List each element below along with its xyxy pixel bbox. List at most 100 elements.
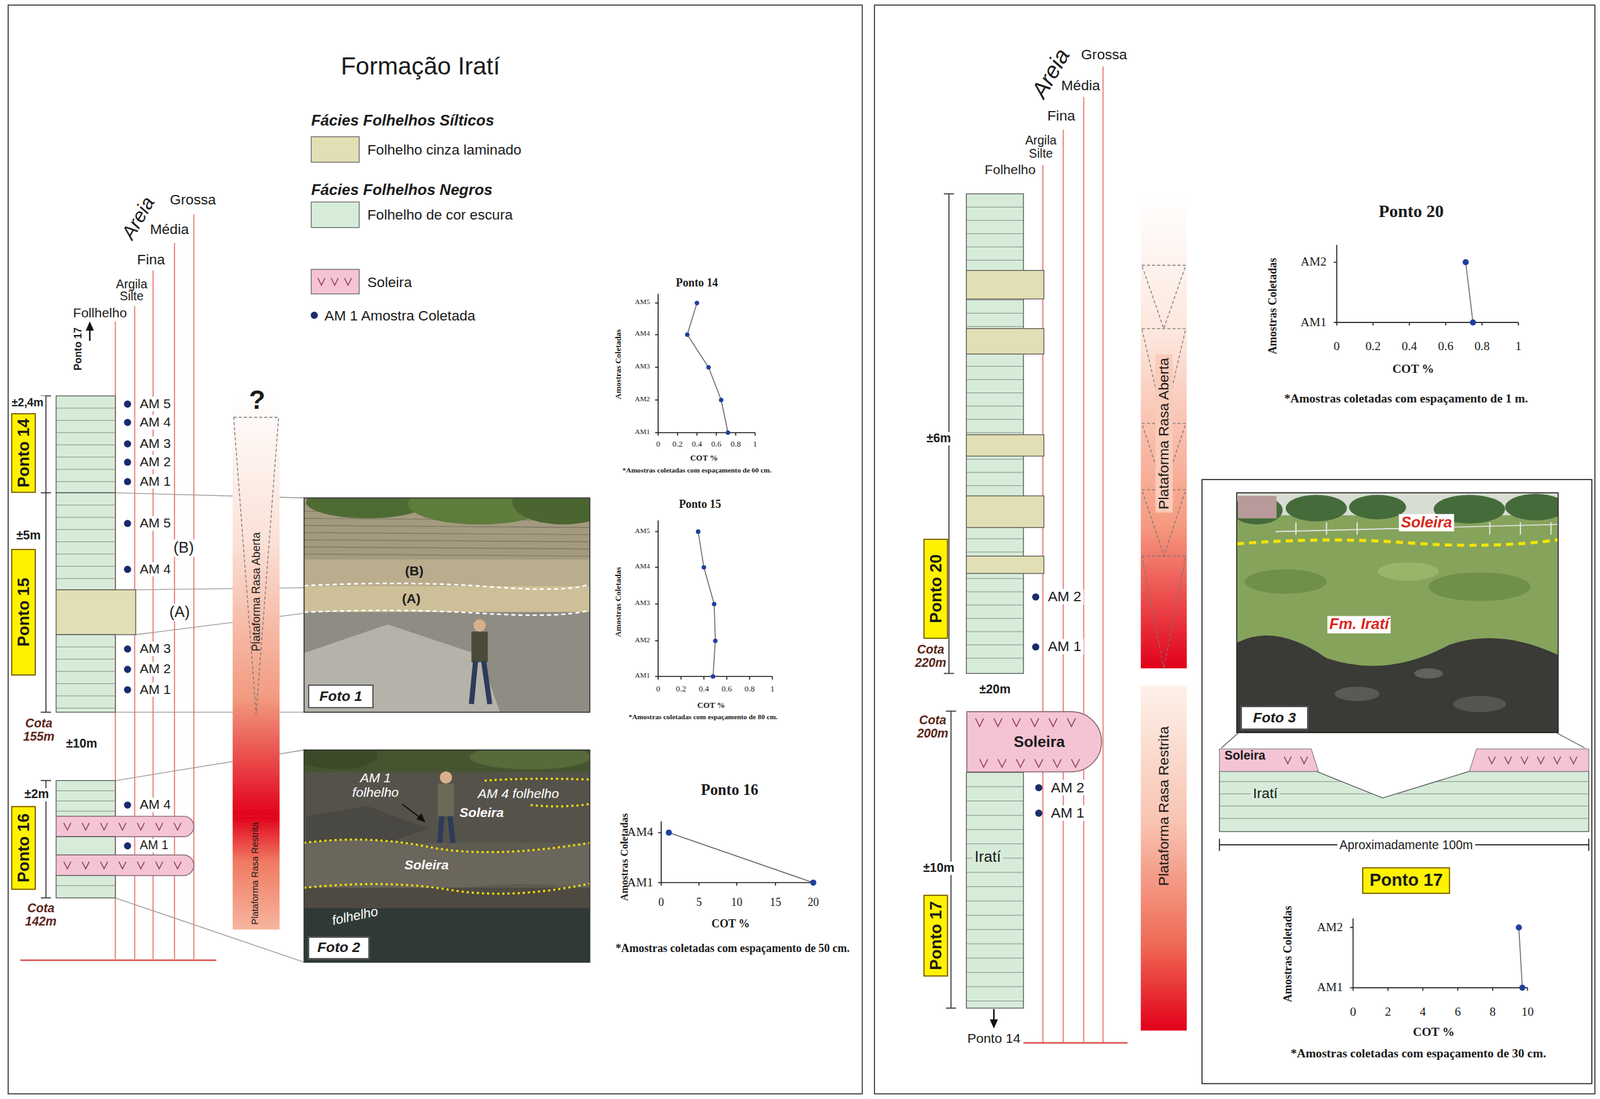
sample-dot (1035, 784, 1043, 792)
lamination (56, 516, 116, 518)
axis-tick (735, 432, 737, 436)
text-label: Fácies Folhelhos Sílticos (311, 112, 495, 130)
chart-axis (1352, 918, 1354, 989)
node-text: Ponto 17 (926, 900, 945, 970)
text-label: AM 5 (137, 396, 173, 412)
text-label: Cota 220m (914, 643, 947, 671)
sill-mark (137, 822, 145, 830)
lamination (966, 259, 1024, 261)
trend-triangle (1141, 265, 1187, 329)
grain-size-line (1102, 66, 1105, 1043)
lamination (56, 810, 116, 812)
lamination (56, 790, 116, 792)
panel-frame (874, 5, 1595, 1095)
lamination (966, 957, 1024, 959)
bracket-tick (945, 1007, 956, 1009)
axis-tick (1445, 322, 1447, 326)
sample-dot (124, 519, 132, 527)
lamination (966, 471, 1024, 473)
data-point (695, 529, 701, 534)
lamination (966, 299, 1024, 301)
contact-line (304, 883, 590, 895)
text-label: 20 (807, 895, 819, 909)
text-label: 0 (1333, 340, 1341, 354)
lamination (56, 504, 116, 506)
person (439, 816, 453, 843)
data-line (668, 832, 814, 883)
legend-swatch (311, 269, 359, 295)
sample-dot (1035, 809, 1043, 817)
text-label: AM4 (634, 330, 650, 339)
axis-tick (754, 432, 756, 436)
data-point (719, 397, 724, 402)
axis-tick (698, 882, 700, 886)
shale-layer (56, 836, 116, 855)
text-label: Argila (1025, 134, 1057, 148)
text-label: Iratí (972, 848, 1003, 866)
leader-line (1221, 732, 1239, 748)
lamination (1219, 818, 1589, 819)
text-label: Grossa (169, 192, 216, 209)
sill-mark (63, 822, 71, 830)
text-label: (B) (405, 564, 424, 579)
shale-layer (56, 875, 116, 899)
sample-dot (124, 645, 132, 653)
rock-slab (304, 887, 590, 908)
lamination (966, 365, 1024, 367)
legend-symbol (310, 311, 318, 319)
text-label: Silte (1029, 147, 1053, 161)
axis-tick (654, 566, 659, 568)
tree (1285, 494, 1348, 522)
text-label: Ponto 20 (1378, 202, 1444, 222)
diagram-title: Formação Iratí (340, 52, 500, 81)
axis-tick (654, 531, 659, 533)
text-label: AM 1 (137, 682, 173, 698)
sill-mark (993, 718, 1002, 727)
lamination (966, 605, 1024, 606)
axis-tick (1387, 988, 1389, 992)
arrow-head (989, 1019, 999, 1030)
text-label: AM 4 (137, 415, 173, 430)
shale-layer (56, 492, 116, 590)
shale-layer (966, 495, 1045, 528)
point-tag: Ponto 17 (1362, 867, 1450, 895)
text-label: Amostras Coletadas (1281, 905, 1295, 1003)
shale-body (1219, 771, 1589, 832)
lamination (966, 220, 1024, 221)
axis-tick (716, 432, 718, 436)
lamination (56, 553, 116, 555)
base-line (20, 959, 217, 961)
text-label: Fina (1047, 108, 1076, 125)
sill-mark (344, 278, 352, 286)
axis-tick (726, 676, 728, 680)
text-label: AM 4 folhelho (477, 786, 559, 802)
text-label: 4 (1419, 1005, 1426, 1019)
sill-mark (1011, 718, 1021, 727)
sill-mark (1488, 756, 1496, 764)
axis-tick (654, 366, 659, 368)
sample-dot (124, 686, 132, 694)
text-label: AM 1 (1049, 805, 1087, 822)
dimension-tick (1588, 838, 1590, 851)
sill-mark (1553, 756, 1561, 764)
arrow-head (85, 321, 95, 331)
text-label: ±10m (921, 861, 957, 876)
node-text: Ponto 17 (1369, 871, 1443, 891)
lamination (56, 456, 116, 458)
node-text: Plataforma Rasa Restrita (251, 821, 262, 925)
data-point (685, 332, 690, 337)
text-label: Iratí (1251, 786, 1280, 802)
axis-tick (657, 432, 659, 436)
axis-tick (657, 676, 659, 680)
grass (1428, 572, 1531, 601)
text-label: Ponto 14 (967, 1031, 1021, 1047)
axis-tick (1457, 988, 1459, 992)
node-text: Foto 1 (319, 688, 363, 705)
sample-dot (124, 458, 132, 466)
legend-item (311, 136, 359, 163)
node-text: Ponto 20 (926, 554, 945, 624)
grain-size-line (1062, 129, 1064, 1043)
shale-layer (966, 270, 1045, 300)
text-label: AM1 (1300, 315, 1327, 329)
text-label: 0.6 (1437, 340, 1453, 354)
